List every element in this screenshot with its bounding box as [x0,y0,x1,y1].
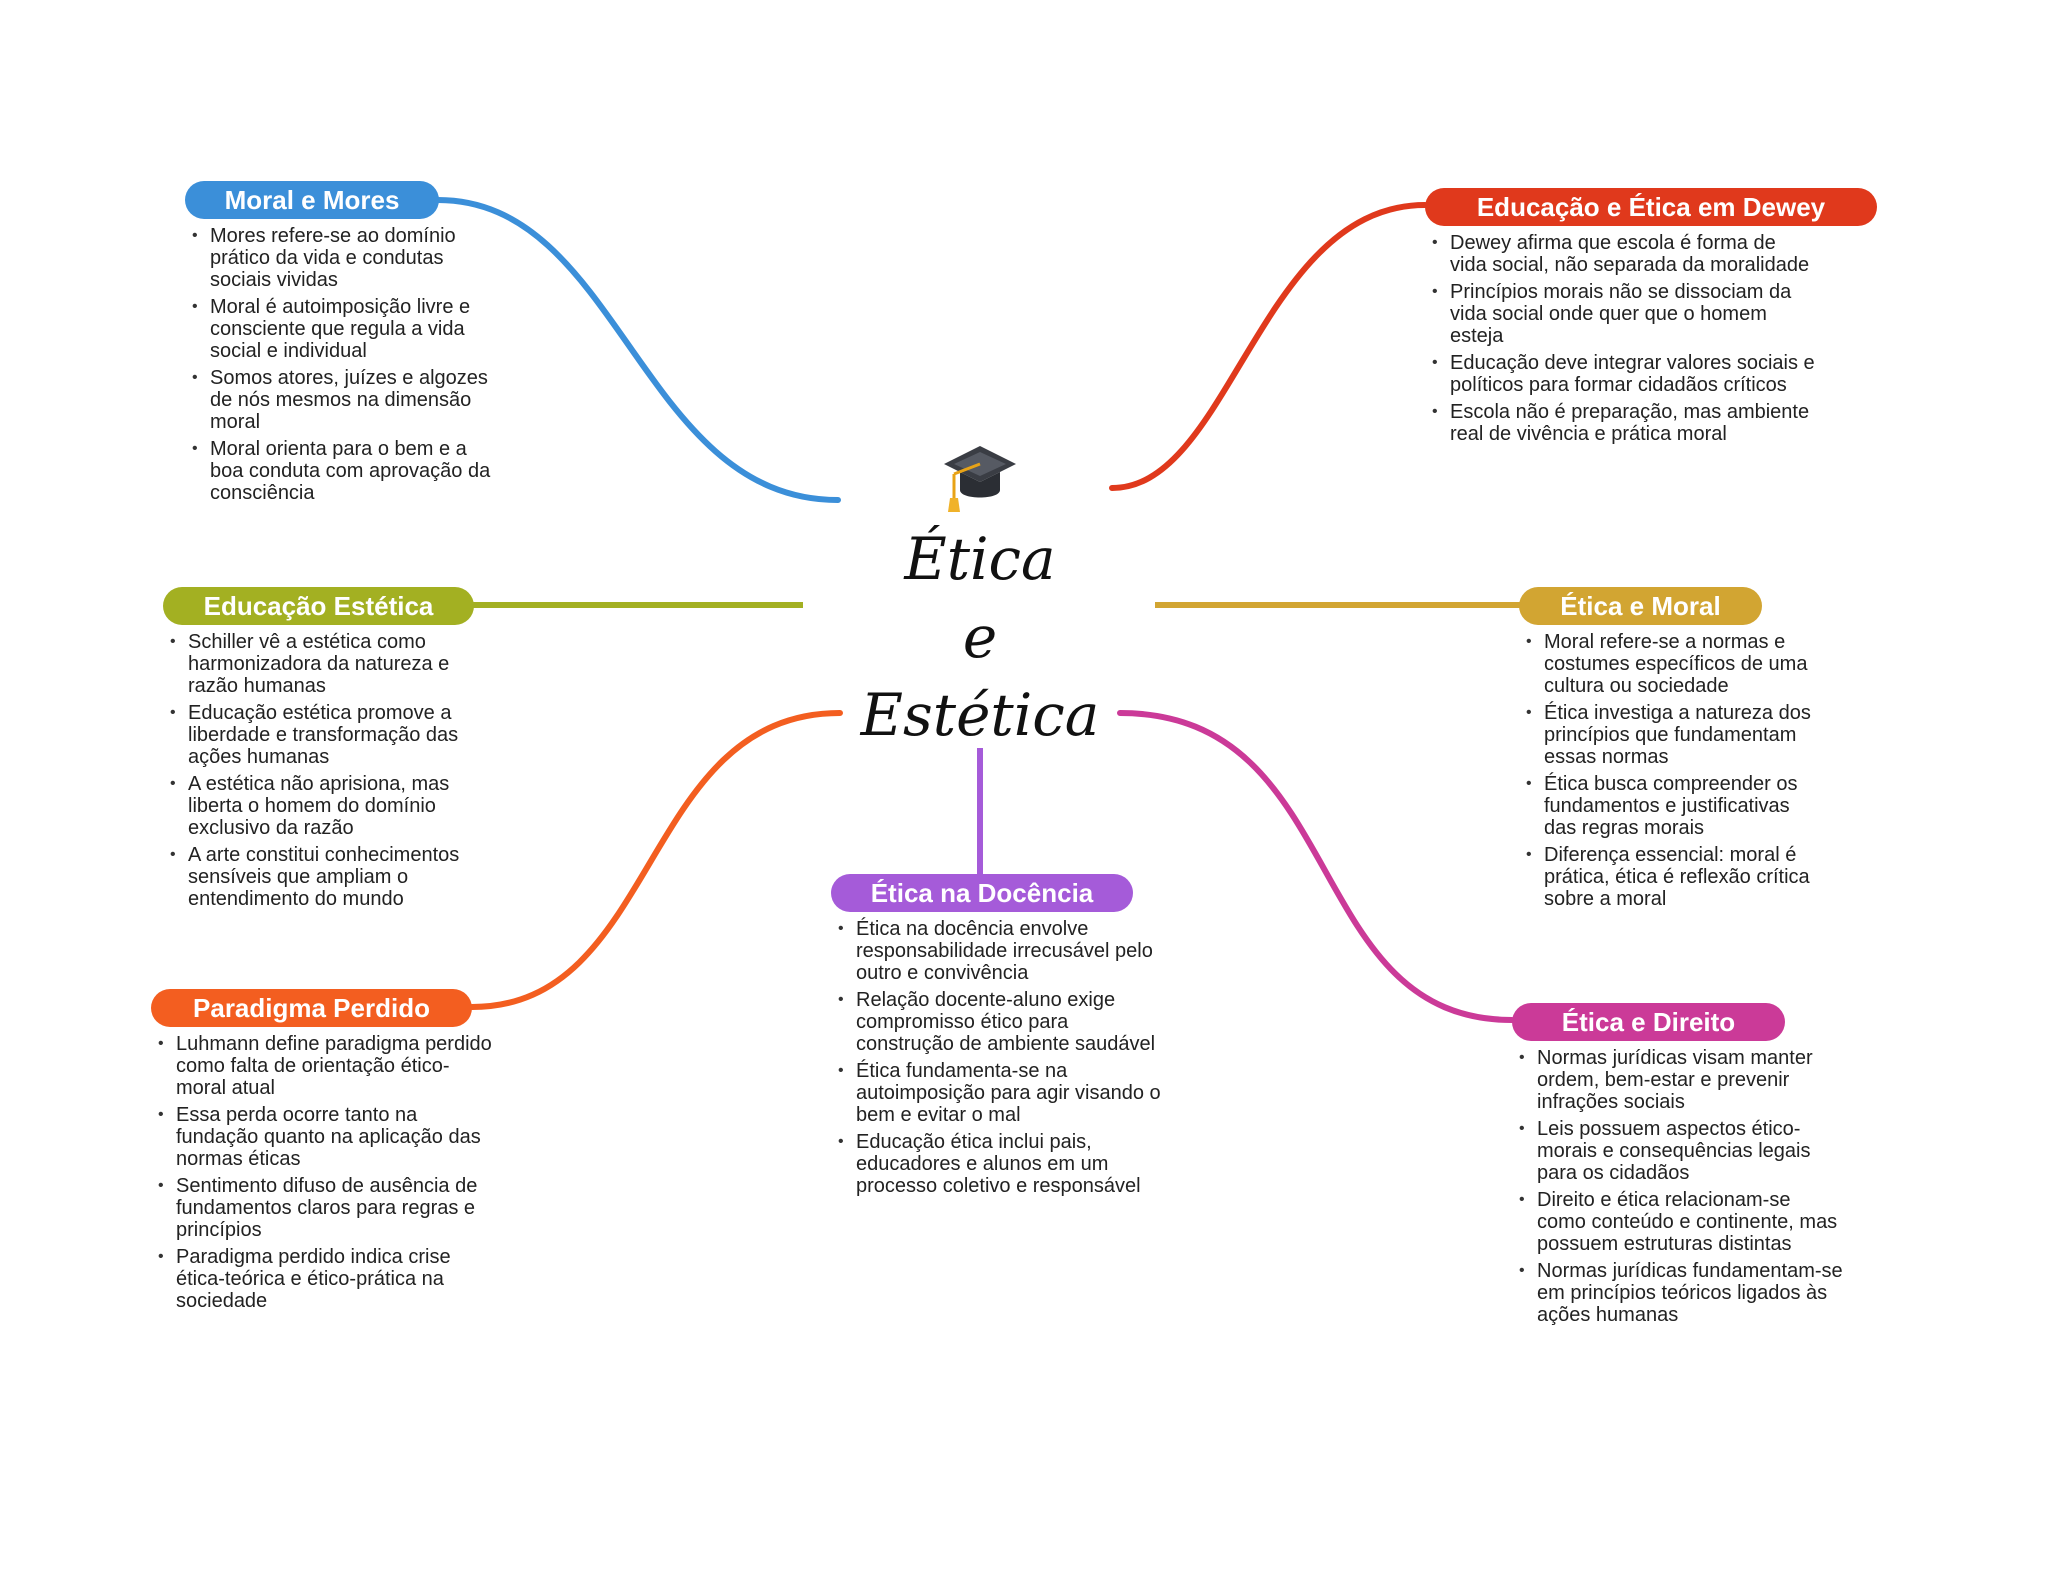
points-docencia: Ética na docência envolve responsabilida… [838,918,1163,1202]
central-title-line: Ética [904,525,1056,593]
list-item: Princípios morais não se dissociam da vi… [1432,281,1817,347]
list-item: Dewey afirma que escola é forma de vida … [1432,232,1817,276]
list-item: Mores refere-se ao domínio prático da vi… [192,225,492,291]
list-item: Direito e ética relacionam-se como conte… [1519,1189,1844,1255]
list-item: Ética na docência envolve responsabilida… [838,918,1163,984]
list-item: Educação ética inclui pais, educadores e… [838,1131,1163,1197]
list-item: Somos atores, juízes e algozes de nós me… [192,367,492,433]
list-item: A estética não aprisiona, mas liberta o … [170,773,495,839]
list-item: Ética busca compreender os fundamentos e… [1526,773,1826,839]
points-direito: Normas jurídicas visam manter ordem, bem… [1519,1047,1844,1331]
points-etica-moral: Moral refere-se a normas e costumes espe… [1526,631,1826,915]
list-item: Diferença essencial: moral é prática, ét… [1526,844,1826,910]
central-title-line: Estética [860,681,1100,749]
list-item: Normas jurídicas fundamentam-se em princ… [1519,1260,1844,1326]
topic-moral-mores[interactable]: Moral e Mores [185,181,439,219]
topic-educacao-dewey[interactable]: Educação e Ética em Dewey [1425,188,1877,226]
list-item: Leis possuem aspectos ético-morais e con… [1519,1118,1844,1184]
list-item: Luhmann define paradigma perdido como fa… [158,1033,493,1099]
list-item: Sentimento difuso de ausência de fundame… [158,1175,493,1241]
points-educacao-estetica: Schiller vê a estética como harmonizador… [170,631,495,915]
connector-educacao-dewey [1109,202,1428,491]
central-title: Ética e Estética [860,520,1100,754]
points-moral-mores: Mores refere-se ao domínio prático da vi… [192,225,492,509]
list-item: Moral orienta para o bem e a boa conduta… [192,438,492,504]
list-item: Schiller vê a estética como harmonizador… [170,631,495,697]
connector-direito [1117,710,1515,1023]
topic-etica-moral[interactable]: Ética e Moral [1519,587,1762,625]
list-item: Moral refere-se a normas e costumes espe… [1526,631,1826,697]
list-item: Normas jurídicas visam manter ordem, bem… [1519,1047,1844,1113]
central-title-line: e [962,603,998,671]
list-item: Educação deve integrar valores sociais e… [1432,352,1817,396]
connector-moral-mores [435,197,841,503]
connector-paradigma [469,710,843,1010]
points-paradigma: Luhmann define paradigma perdido como fa… [158,1033,493,1317]
list-item: Paradigma perdido indica crise ética-teó… [158,1246,493,1312]
topic-educacao-estetica[interactable]: Educação Estética [163,587,474,625]
topic-direito[interactable]: Ética e Direito [1512,1003,1785,1041]
points-educacao-dewey: Dewey afirma que escola é forma de vida … [1432,232,1817,450]
topic-docencia[interactable]: Ética na Docência [831,874,1133,912]
list-item: Ética fundamenta-se na autoimposição par… [838,1060,1163,1126]
list-item: Essa perda ocorre tanto na fundação quan… [158,1104,493,1170]
list-item: Educação estética promove a liberdade e … [170,702,495,768]
topic-paradigma[interactable]: Paradigma Perdido [151,989,472,1027]
list-item: Ética investiga a natureza dos princípio… [1526,702,1826,768]
graduation-cap-icon [944,446,1016,512]
list-item: Relação docente-aluno exige compromisso … [838,989,1163,1055]
list-item: Escola não é preparação, mas ambiente re… [1432,401,1817,445]
central-topic: Ética e Estética [860,430,1100,760]
list-item: Moral é autoimposição livre e consciente… [192,296,492,362]
list-item: A arte constitui conhecimentos sensíveis… [170,844,495,910]
